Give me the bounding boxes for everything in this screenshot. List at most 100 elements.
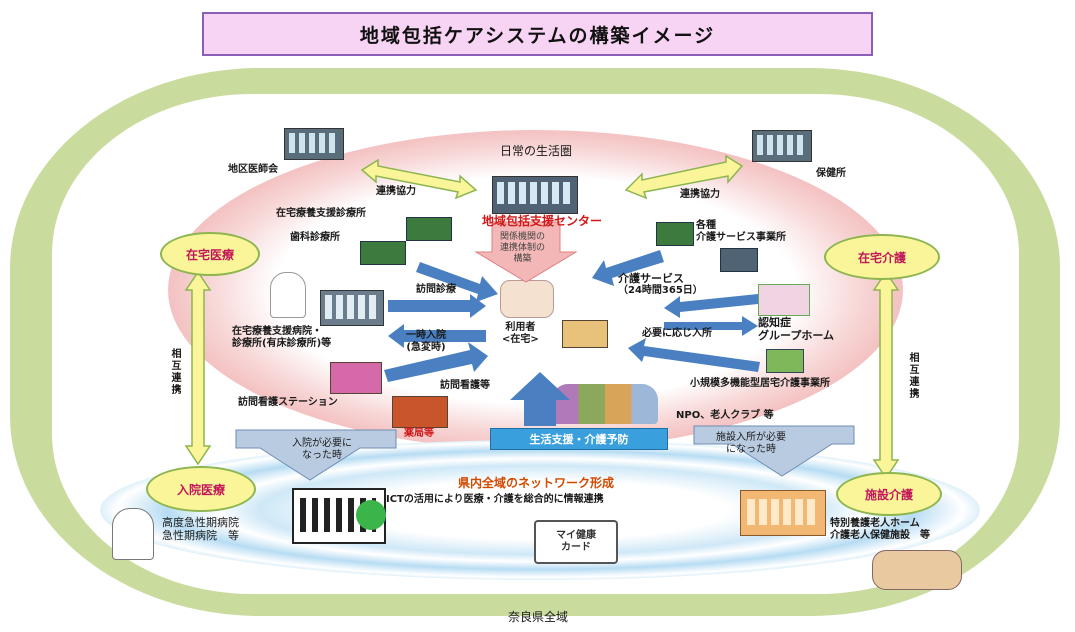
oval-facility-care: 施設介護 — [836, 472, 942, 516]
arrow-from-clinic-icon — [416, 262, 498, 302]
care-offices-label: 各種 介護サービス事業所 — [696, 220, 786, 244]
my-health-card: マイ健康 カード — [534, 520, 618, 564]
care-office-building-icon — [720, 248, 758, 272]
cooperation-right-label: 連携協力 — [680, 189, 720, 200]
user-label: 利用者 <在宅> — [502, 322, 539, 346]
subtext-line-2: 連携体制の — [500, 242, 546, 253]
home-visit-medical-label: 訪問診療 — [416, 284, 456, 295]
support-center-subtext: 関係機関の 連携体制の 構築 — [500, 232, 545, 264]
center-down-arrow-icon — [474, 221, 578, 283]
hospitalization-line-1: 入院が必要に — [292, 438, 352, 449]
arrow-from-small-multi-icon — [628, 338, 760, 372]
oval-inpatient-medical-label: 入院医療 — [176, 482, 225, 497]
home-care-hospital-line-2: 診療所(有床診療所)等 — [232, 338, 332, 349]
hospitalization-arrow-icon — [235, 429, 397, 481]
pharmacy-label: 薬局等 — [404, 428, 434, 439]
admission-as-needed-label: 必要に応じ入所 — [642, 328, 712, 339]
home-care-hospital-line-1: 在宅療養支援病院・ — [232, 326, 322, 337]
nursing-home-line-1: 特別養護老人ホーム — [830, 518, 920, 529]
cooperation-left-arrow-icon — [360, 158, 478, 200]
region-label: 奈良県全域 — [508, 610, 569, 624]
group-home-line-2: グループホーム — [758, 329, 835, 343]
hospital-doctor-icon — [112, 508, 154, 560]
mutual-right-arrow-icon — [872, 270, 900, 480]
group-home-building-icon — [758, 284, 810, 316]
care-service-line-2: （24時間365日） — [618, 285, 703, 297]
wheelchair-person-icon — [872, 550, 962, 590]
small-multi-house-icon — [766, 349, 804, 373]
arrow-temp-admission-icon — [388, 324, 486, 348]
home-visit-nursing-label: 訪問看護等 — [440, 380, 490, 391]
facility-admission-line-2: になった時 — [726, 444, 776, 455]
care-service-label: 介護サービス （24時間365日） — [618, 272, 703, 297]
dental-clinic-label: 歯科診療所 — [290, 232, 340, 243]
group-home-label: 認知症 グループホーム — [758, 316, 834, 342]
temp-admission-line-1: 一時入院 — [406, 330, 446, 341]
doctor-person-icon — [270, 272, 306, 318]
care-offices-line-1: 各種 — [696, 220, 716, 231]
pharmacy-house-icon — [392, 396, 448, 428]
life-support-label: 生活支援・介護予防 — [529, 433, 629, 446]
health-center-building-icon — [752, 130, 812, 162]
subtext-line-1: 関係機関の — [500, 232, 546, 242]
hospital-building-icon — [320, 290, 384, 326]
user-line-2: <在宅> — [502, 334, 539, 345]
mutual-cooperation-left: 相互連携 — [169, 348, 180, 396]
tree-icon — [356, 500, 386, 530]
life-support-box: 生活支援・介護予防 — [490, 428, 668, 450]
care-office-house-icon — [656, 222, 694, 246]
acute-hospital-line-1: 高度急性期病院 — [162, 516, 239, 529]
facility-admission-line-1: 施設入所が必要 — [716, 432, 786, 443]
nurse-station-house-icon — [330, 362, 382, 394]
subtext-line-3: 構築 — [513, 253, 532, 264]
life-support-up-arrow-icon — [510, 372, 570, 426]
district-medical-building-icon — [284, 128, 344, 160]
visiting-nurse-station-label: 訪問看護ステーション — [238, 397, 338, 408]
cooperation-right-arrow-icon — [624, 154, 744, 200]
support-center-label: 地域包括支援センター — [482, 214, 603, 228]
home-care-hospital-label: 在宅療養支援病院・ 診療所(有床診療所)等 — [232, 326, 331, 350]
network-subtitle: ICTの活用により医療・介護を総合的に情報連携 — [386, 494, 604, 505]
nursing-home-building-icon — [740, 490, 826, 536]
facility-admission-needed-label: 施設入所が必要 になった時 — [716, 432, 786, 456]
care-offices-line-2: 介護サービス事業所 — [696, 232, 786, 243]
nursing-home-line-2: 介護老人保健施設 等 — [830, 530, 930, 541]
oval-home-medical: 在宅医療 — [160, 232, 260, 276]
temp-admission-label: 一時入院 (急変時) — [406, 330, 446, 354]
care-service-line-1: 介護サービス — [618, 272, 684, 285]
clinic-house-icon — [406, 217, 452, 241]
hospitalization-line-2: なった時 — [302, 450, 342, 461]
hospitalization-needed-label: 入院が必要に なった時 — [292, 438, 352, 462]
temp-admission-line-2: (急変時) — [406, 342, 446, 353]
mutual-cooperation-right: 相互連携 — [907, 352, 918, 400]
home-care-clinic-label: 在宅療養支援診療所 — [276, 208, 366, 219]
network-title: 県内全域のネットワーク形成 — [458, 476, 615, 490]
district-medical-label: 地区医師会 — [228, 164, 278, 175]
title-text: 地域包括ケアシステムの構築イメージ — [359, 24, 716, 47]
acute-hospital-label: 高度急性期病院 急性期病院 等 — [162, 516, 239, 542]
card-line-2: カード — [561, 542, 591, 553]
npo-label: NPO、老人クラブ 等 — [676, 410, 774, 421]
nursing-home-label: 特別養護老人ホーム 介護老人保健施設 等 — [830, 518, 930, 542]
arrow-group-home-out-icon — [664, 316, 758, 336]
acute-hospital-line-2: 急性期病院 等 — [162, 529, 239, 543]
health-center-label: 保健所 — [816, 168, 846, 179]
facility-arrow-icon — [693, 425, 855, 477]
cooperation-left-label: 連携協力 — [376, 186, 416, 197]
mutual-left-arrow-icon — [184, 270, 212, 466]
support-center-building-icon — [492, 176, 578, 214]
oval-home-care: 在宅介護 — [824, 234, 940, 280]
oval-inpatient-medical: 入院医療 — [146, 466, 256, 512]
card-line-1: マイ健康 — [556, 530, 596, 541]
page-title: 地域包括ケアシステムの構築イメージ — [202, 12, 873, 56]
oval-home-care-label: 在宅介護 — [857, 250, 906, 265]
elderly-group-icon — [552, 384, 658, 424]
arrow-home-visit-icon — [388, 294, 486, 318]
small-multi-facility-label: 小規模多機能型居宅介護事業所 — [690, 378, 830, 389]
home-house-icon — [562, 320, 608, 348]
arrow-from-care-office-icon — [592, 250, 664, 286]
user-line-1: 利用者 — [505, 322, 536, 333]
arrow-group-home-in-icon — [664, 294, 758, 318]
daily-area-label: 日常の生活圏 — [500, 144, 573, 158]
